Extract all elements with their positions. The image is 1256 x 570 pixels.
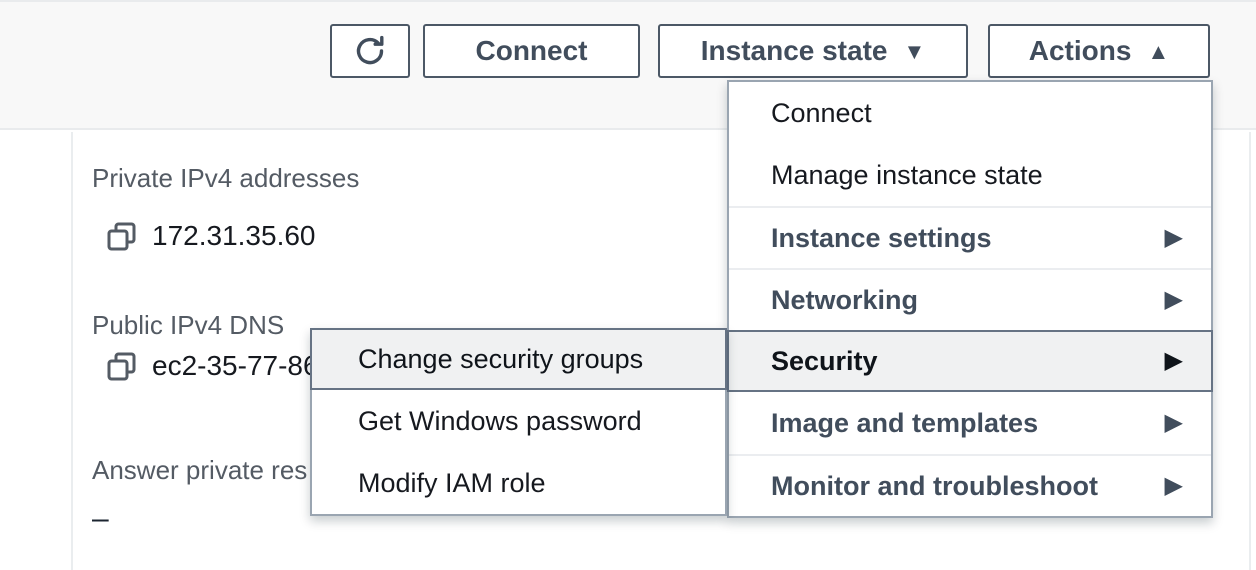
refresh-icon (356, 35, 384, 65)
menu-item-image-and-templates[interactable]: Image and templates ▶ (729, 392, 1211, 454)
menu-item-security[interactable]: Security ▶ (727, 330, 1213, 392)
menu-item-instance-settings[interactable]: Instance settings ▶ (729, 206, 1211, 268)
submenu-arrow-icon: ▶ (1164, 472, 1183, 499)
security-submenu: Change security groups Get Windows passw… (310, 328, 727, 516)
private-ipv4-value-row: 172.31.35.60 (106, 220, 316, 252)
right-column-divider (1249, 132, 1251, 570)
menu-item-manage-instance-state[interactable]: Manage instance state (729, 144, 1211, 206)
submenu-arrow-icon: ▶ (1164, 224, 1183, 251)
menu-item-networking[interactable]: Networking ▶ (729, 268, 1211, 330)
submenu-arrow-icon: ▶ (1164, 409, 1183, 436)
actions-button[interactable]: Actions ▲ (988, 24, 1210, 78)
public-dns-value-row: ec2-35-77-86 (106, 350, 319, 382)
menu-item-label: Security (771, 345, 878, 376)
menu-item-label: Connect (771, 97, 872, 128)
caret-down-icon: ▼ (903, 39, 926, 64)
refresh-button[interactable] (330, 24, 410, 78)
public-dns-label: Public IPv4 DNS (92, 310, 285, 340)
submenu-item-modify-iam-role[interactable]: Modify IAM role (312, 452, 725, 514)
menu-item-label: Get Windows password (358, 405, 642, 436)
menu-item-label: Networking (771, 284, 919, 315)
left-column-divider (71, 132, 73, 570)
menu-item-monitor-and-troubleshoot[interactable]: Monitor and troubleshoot ▶ (729, 454, 1211, 516)
menu-item-label: Instance settings (771, 222, 992, 253)
menu-item-connect[interactable]: Connect (729, 82, 1211, 144)
actions-menu: Connect Manage instance state Instance s… (727, 80, 1213, 518)
submenu-item-get-windows-password[interactable]: Get Windows password (312, 390, 725, 452)
connect-button-label: Connect (475, 35, 588, 66)
caret-up-icon: ▲ (1147, 39, 1170, 64)
answer-private-label: Answer private res (92, 455, 308, 485)
submenu-arrow-icon: ▶ (1164, 286, 1183, 313)
submenu-arrow-icon: ▶ (1164, 347, 1183, 374)
menu-item-label: Image and templates (771, 407, 1039, 438)
public-dns-value: ec2-35-77-86 (152, 350, 319, 381)
submenu-item-change-security-groups[interactable]: Change security groups (310, 328, 727, 390)
actions-button-label: Actions (1028, 35, 1132, 66)
menu-item-label: Monitor and troubleshoot (771, 470, 1098, 501)
answer-private-value: – (92, 502, 109, 535)
private-ipv4-value: 172.31.35.60 (152, 220, 316, 251)
connect-button[interactable]: Connect (423, 24, 640, 78)
instance-state-button[interactable]: Instance state ▼ (658, 24, 968, 78)
copy-icon[interactable] (106, 221, 137, 252)
copy-icon[interactable] (106, 351, 137, 382)
menu-item-label: Modify IAM role (358, 467, 546, 498)
menu-item-label: Manage instance state (771, 159, 1043, 190)
menu-item-label: Change security groups (358, 343, 644, 374)
private-ipv4-label: Private IPv4 addresses (92, 163, 360, 193)
instance-state-button-label: Instance state (700, 35, 888, 66)
